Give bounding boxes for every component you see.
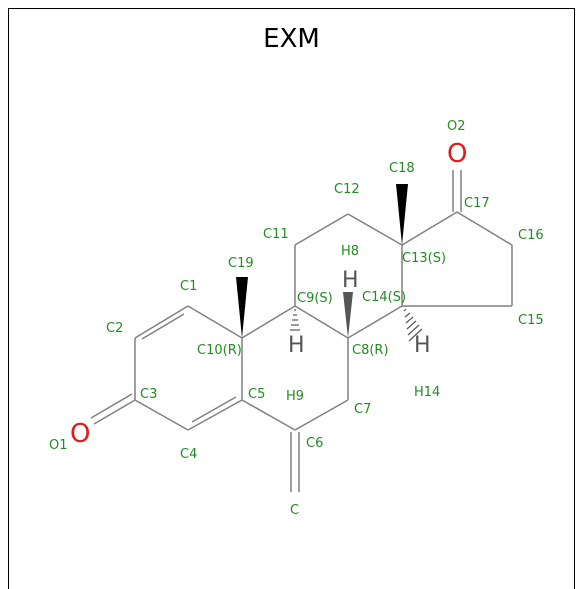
- atom-labels: C1 C2 C3 C4 C5 C6 C7 C8(R) C9(S) C10(R) …: [49, 119, 544, 518]
- atom-label-h8: H8: [341, 244, 359, 259]
- hash-c9-h9: [290, 309, 300, 331]
- bond-c13-c17: [401, 211, 458, 246]
- bond-c3-o1-inner: [90, 393, 133, 419]
- hash-c14-h14: [403, 308, 423, 342]
- bond-c3-o1: [93, 399, 136, 425]
- oxygen-o1-symbol: O: [70, 419, 90, 449]
- bond-c9-c10: [241, 305, 296, 339]
- atom-label-c1: C1: [180, 279, 197, 294]
- bond-c17-c16: [456, 211, 513, 246]
- atom-label-c12: C12: [334, 182, 360, 197]
- atom-label-c16: C16: [518, 228, 544, 243]
- bond-c1-c2-inner: [141, 313, 185, 340]
- bond-layer: [90, 170, 513, 492]
- atom-label-c15: C15: [518, 313, 544, 328]
- bond-c6-c7: [294, 399, 349, 431]
- atom-label-c6: C6: [306, 436, 323, 451]
- atom-label-c2: C2: [106, 321, 123, 336]
- atom-label-c9: C9(S): [297, 291, 333, 306]
- wedge-c8-h8: [343, 292, 353, 338]
- bond-c1-c2: [134, 305, 189, 339]
- atom-label-h9: H9: [286, 389, 304, 404]
- hydrogen-h14-symbol: H: [414, 333, 431, 358]
- oxygen-o2-symbol: O: [447, 139, 467, 169]
- atom-label-c10: C10(R): [197, 343, 242, 358]
- diagram-frame: [8, 8, 575, 589]
- atom-label-c17: C17: [464, 196, 490, 211]
- atom-label-c8: C8(R): [352, 343, 389, 358]
- bond-c10-c1: [187, 305, 243, 339]
- hydrogen-h9-symbol: H: [288, 333, 305, 358]
- bond-c4-c5-inner: [191, 396, 237, 423]
- atom-label-c4: C4: [180, 447, 197, 462]
- atom-label-c14: C14(S): [362, 290, 406, 305]
- wedge-c10-c19: [236, 277, 248, 338]
- wedge-c13-c18: [396, 184, 408, 245]
- atom-label-c13: C13(S): [402, 251, 446, 266]
- bond-c8-c9: [294, 305, 349, 339]
- atom-label-c3: C3: [140, 387, 157, 402]
- atom-label-h14: H14: [414, 385, 440, 400]
- bond-c5-c6: [241, 399, 296, 431]
- atom-label-c5: C5: [248, 387, 265, 402]
- molecule-title: EXM: [263, 24, 320, 54]
- bond-c11-c12: [294, 213, 349, 246]
- bond-c14-c8: [347, 305, 403, 339]
- bond-c12-c13: [347, 213, 403, 246]
- atom-label-c7: C7: [354, 402, 371, 417]
- atom-label-methylene-c: C: [290, 503, 299, 518]
- bond-c3-c4: [134, 399, 189, 431]
- bond-c4-c5: [187, 399, 243, 431]
- hydrogen-h8-symbol: H: [342, 268, 359, 293]
- atom-label-c11: C11: [263, 227, 289, 242]
- atom-label-o2: O2: [447, 119, 466, 134]
- atom-label-o1: O1: [49, 438, 68, 453]
- atom-label-c19: C19: [228, 256, 254, 271]
- atom-label-c18: C18: [389, 161, 415, 176]
